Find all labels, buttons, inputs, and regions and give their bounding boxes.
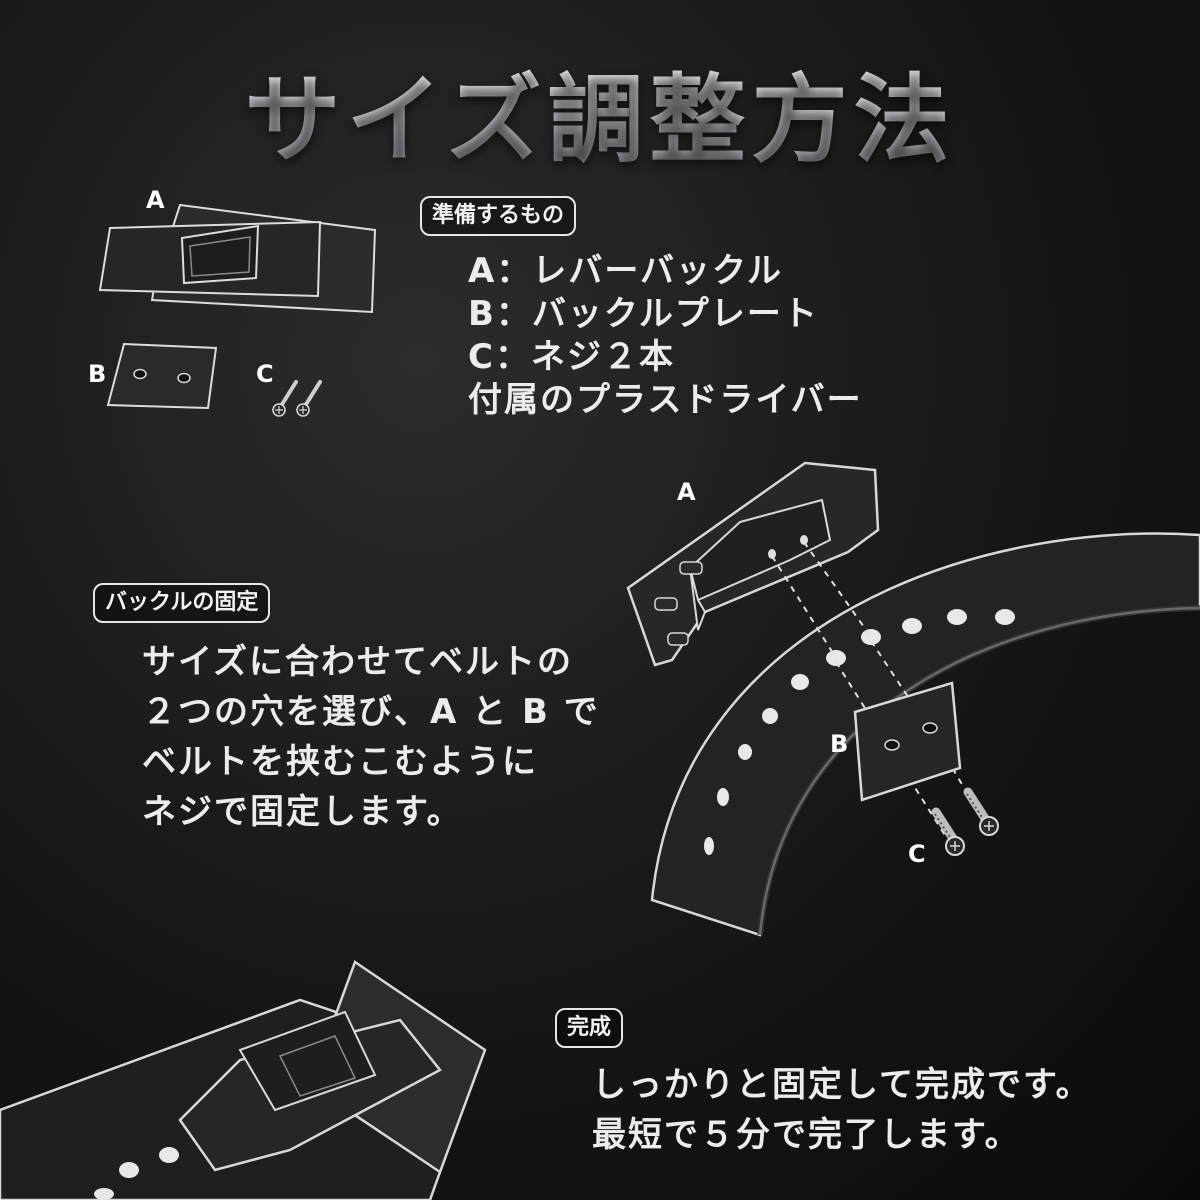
label-b-small: B — [88, 360, 107, 388]
label-c-small: C — [256, 360, 274, 388]
screws-small — [272, 380, 322, 417]
label-c-large: C — [908, 840, 926, 868]
fix-line: ベルトを挟むこむように — [142, 742, 538, 782]
lever-buckle-small — [98, 203, 377, 314]
buckle-plate-large — [853, 681, 962, 802]
lever-buckle-large — [626, 461, 880, 667]
fix-description: サイズに合わせてベルトの ２つの穴を選び、A と B で ベルトを挟むこむように… — [142, 637, 600, 837]
done-tag: 完成 — [555, 1008, 624, 1048]
completed-buckle — [178, 960, 487, 1174]
label-a-large: A — [677, 478, 696, 506]
done-description: しっかりと固定して完成です。 最短で５分で完了します。 — [592, 1060, 1092, 1160]
screws-large — [931, 787, 999, 856]
fix-line: サイズに合わせてベルトの — [142, 642, 573, 682]
prep-item: A：レバーバックル — [468, 251, 783, 291]
prep-item: 付属のプラスドライバー — [468, 380, 863, 420]
fix-line: ２つの穴を選び、A と B で — [142, 692, 600, 732]
prep-item: C：ネジ２本 — [468, 337, 675, 377]
page-title: サイズ調整方法 — [0, 42, 1200, 181]
label-a-small: A — [146, 186, 165, 214]
done-line: しっかりと固定して完成です。 — [592, 1065, 1092, 1105]
prep-item: B：バックルプレート — [468, 294, 819, 334]
done-line: 最短で５分で完了します。 — [592, 1115, 1021, 1155]
prep-tag: 準備するもの — [420, 196, 577, 236]
fix-line: ネジで固定します。 — [142, 792, 463, 832]
fix-tag: バックルの固定 — [93, 583, 271, 623]
buckle-plate-small — [106, 342, 218, 410]
label-b-large: B — [830, 730, 849, 758]
prep-list: A：レバーバックル B：バックルプレート C：ネジ２本 付属のプラスドライバー — [468, 250, 863, 422]
